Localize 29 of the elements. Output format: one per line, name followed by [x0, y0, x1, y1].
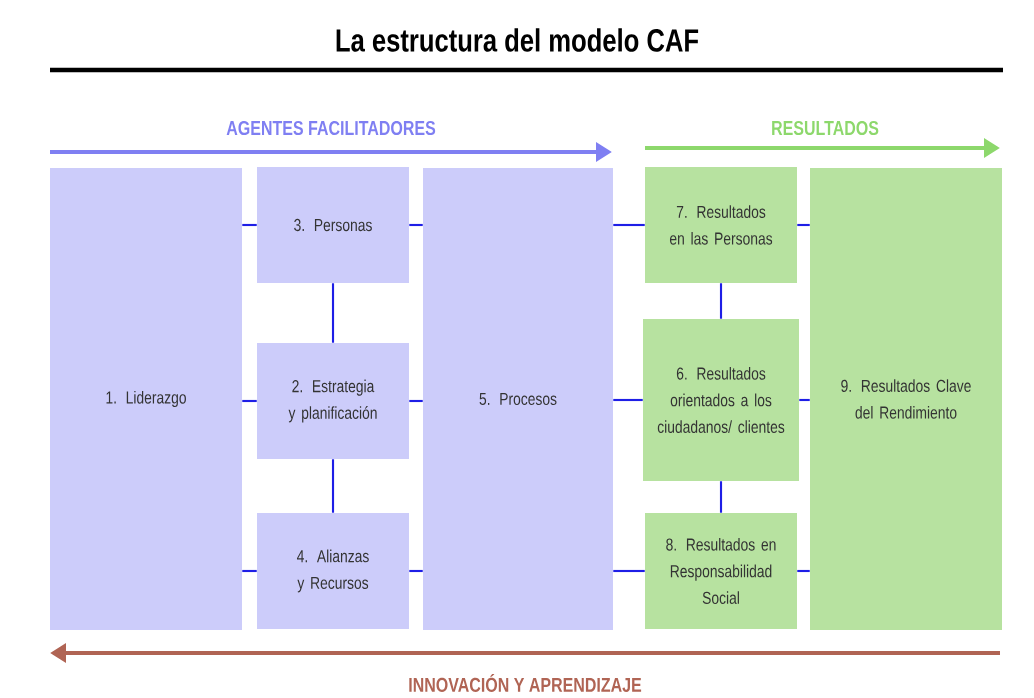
connector-line — [719, 481, 723, 513]
section-label: RESULTADOS — [772, 120, 879, 136]
process-box: 1. Liderazgo — [50, 168, 242, 630]
connector-line — [409, 399, 423, 403]
process-box: 6. Resultados orientados a los ciudadanos/ clientes — [643, 319, 799, 481]
process-box: 9. Resultados Clave del Rendimiento — [810, 168, 1002, 630]
connector-line — [409, 569, 423, 573]
connector-line — [409, 223, 423, 227]
process-box: 7. Resultados en las Personas — [645, 167, 797, 283]
title: La estructura del modelo CAF — [336, 28, 699, 52]
connector-line — [797, 569, 810, 573]
connector-line — [242, 223, 257, 227]
process-box: 2. Estrategia y planificación — [257, 343, 409, 459]
section-label: AGENTES FACILITADORES — [226, 120, 436, 136]
process-box: 3. Personas — [257, 167, 409, 283]
connector-line — [613, 569, 645, 573]
connector-line — [242, 569, 257, 573]
connector-line — [719, 283, 723, 319]
connector-line — [613, 223, 645, 227]
section-label: INNOVACIÓN Y APRENDIZAJE — [409, 674, 642, 692]
connector-line — [331, 283, 335, 343]
connector-line — [797, 223, 810, 227]
connector-line — [613, 398, 643, 402]
process-box: 4. Alianzas y Recursos — [257, 513, 409, 629]
connector-line — [242, 399, 257, 403]
connector-line — [799, 398, 810, 402]
process-box: 8. Resultados en Responsabilidad Social — [645, 513, 797, 629]
process-box: 5. Procesos — [423, 168, 613, 630]
connector-line — [331, 459, 335, 513]
